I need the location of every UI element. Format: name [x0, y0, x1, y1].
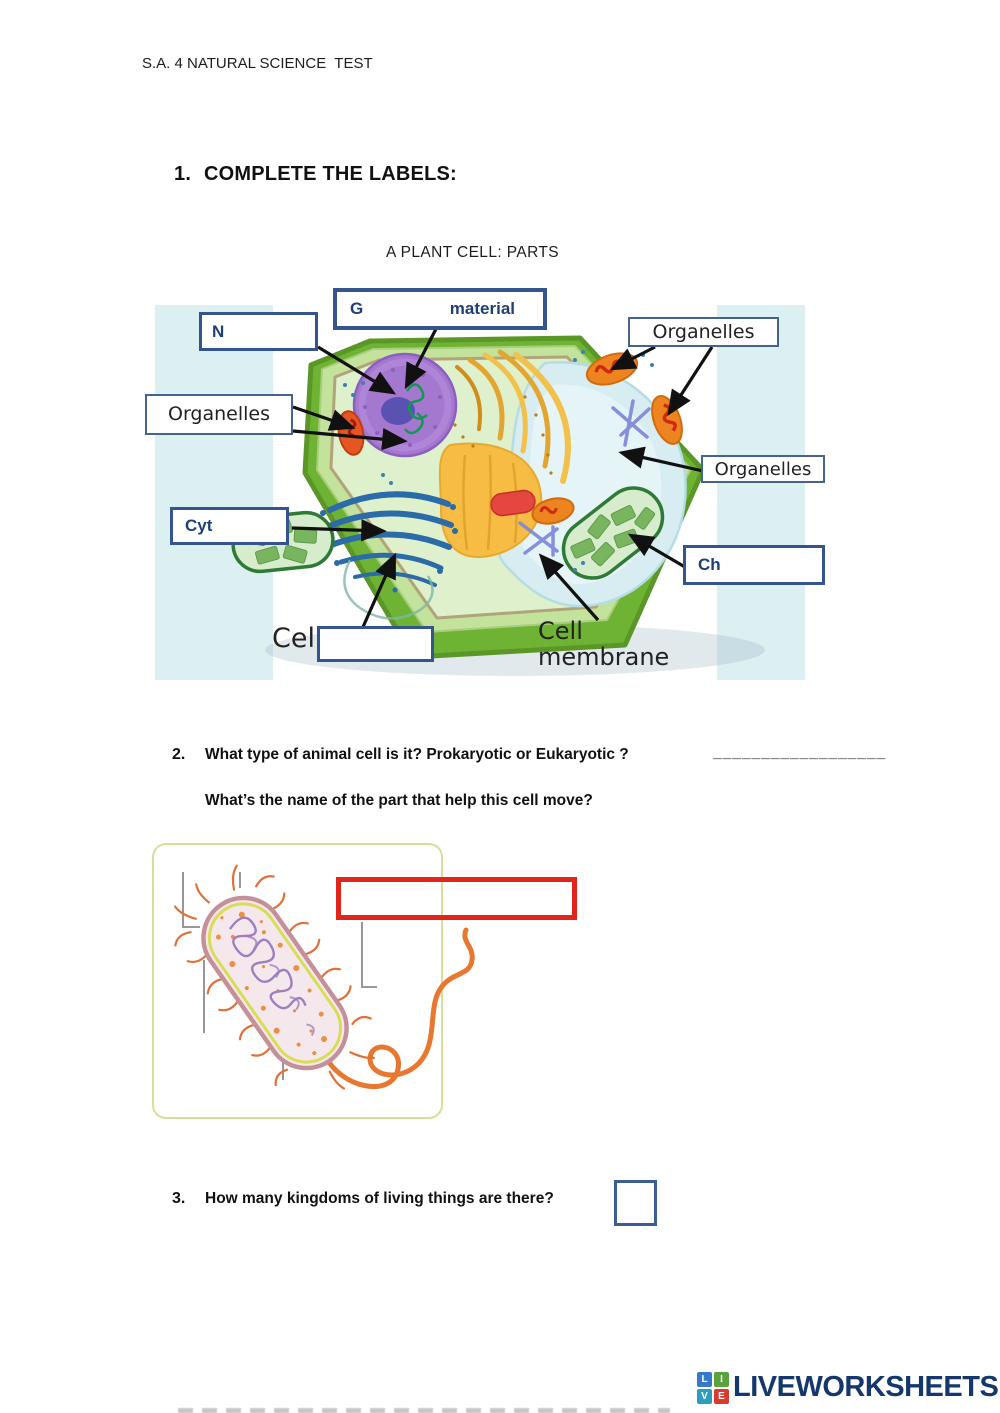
question2-text: What type of animal cell is it? Prokaryo… — [205, 746, 629, 763]
bacterium-body — [173, 864, 375, 1090]
label-arrows — [291, 326, 714, 628]
arrow-mitochondrion-top — [609, 345, 656, 371]
nucleus — [352, 352, 458, 458]
golgi-vesicles — [320, 504, 458, 593]
flagellum — [322, 927, 475, 1089]
question2-answer-blank[interactable]: __________________ — [713, 744, 887, 761]
genetic-material-suffix: material — [449, 299, 515, 318]
cell-membrane-text: Cell membrane — [538, 617, 670, 672]
vesicle-orange — [531, 497, 575, 525]
cropped-next-line — [178, 1408, 670, 1413]
section1-number: 1. — [174, 163, 192, 185]
dna-squiggle — [228, 916, 307, 1010]
chloroplast-prefix: Ch — [698, 555, 721, 574]
organelles-label: Organelles — [652, 320, 755, 343]
answer-box-flagellum[interactable] — [336, 877, 577, 920]
logo-square-i: I — [714, 1371, 729, 1387]
nucleolus — [381, 397, 415, 425]
answer-box-cytoplasm[interactable]: Cyt — [170, 507, 289, 545]
answer-box-genetic-material[interactable]: G material — [333, 288, 547, 330]
cytoplasm-prefix: Cyt — [185, 516, 213, 535]
question3-number: 3. — [172, 1190, 186, 1207]
logo-square-e: E — [714, 1388, 729, 1404]
arrow-mitochondrion-right — [667, 346, 714, 417]
question3-text: How many kingdoms of living things are t… — [205, 1190, 554, 1207]
vesicle-red — [490, 489, 536, 517]
label-box-organelles-left[interactable]: Organelles — [145, 394, 293, 435]
arrow-cell-membrane — [538, 553, 600, 622]
er-golgi-stack — [455, 349, 571, 484]
er-outline — [343, 559, 434, 620]
label-box-organelles-right[interactable]: Organelles — [701, 455, 825, 483]
cytoskeleton-marks — [518, 399, 651, 557]
arrow-organelles-left-1 — [292, 405, 356, 431]
question2-number: 2. — [172, 746, 186, 763]
genetic-material-prefix: G — [350, 299, 364, 318]
arrow-cell-wall — [361, 552, 396, 628]
answer-box-cell-wall[interactable] — [317, 626, 434, 662]
section1-title: COMPLETE THE LABELS: — [204, 163, 457, 185]
arrow-genetic-material — [404, 326, 439, 390]
arrow-chloroplast — [627, 533, 686, 569]
logo-square-l: L — [697, 1371, 712, 1387]
pili — [173, 864, 375, 1090]
nucleus-prefix: N — [212, 321, 225, 341]
organelles-label: Organelles — [714, 458, 812, 480]
arrow-nucleus — [317, 345, 397, 395]
label-box-organelles-top-right[interactable]: Organelles — [628, 317, 779, 347]
liveworksheets-logo-icon: L I V E — [697, 1371, 729, 1404]
plant-cell-figure-title: A PLANT CELL: PARTS — [386, 244, 560, 261]
organelles-label: Organelles — [167, 403, 270, 425]
arrow-vacuole — [618, 446, 704, 473]
plant-cell-diagram — [155, 305, 805, 680]
liveworksheets-logo: L I V E LIVEWORKSHEETS — [697, 1371, 999, 1404]
answer-box-chloroplast[interactable]: Ch — [683, 545, 825, 585]
answer-box-nucleus[interactable]: N — [199, 312, 318, 351]
liveworksheets-logo-text: LIVEWORKSHEETS — [733, 1371, 999, 1403]
logo-square-v: V — [697, 1388, 712, 1404]
bacteria-diagram — [173, 864, 475, 1090]
document-header: S.A. 4 NATURAL SCIENCE TEST — [142, 55, 373, 72]
question2-follow-up: What’s the name of the part that help th… — [205, 792, 593, 809]
answer-box-kingdoms[interactable] — [614, 1180, 657, 1226]
er-ribosome-dots — [453, 395, 553, 475]
arrow-cytoplasm — [291, 519, 387, 542]
cell-wall-text: Cell — [272, 623, 323, 654]
arrow-organelles-left-2 — [292, 427, 408, 451]
